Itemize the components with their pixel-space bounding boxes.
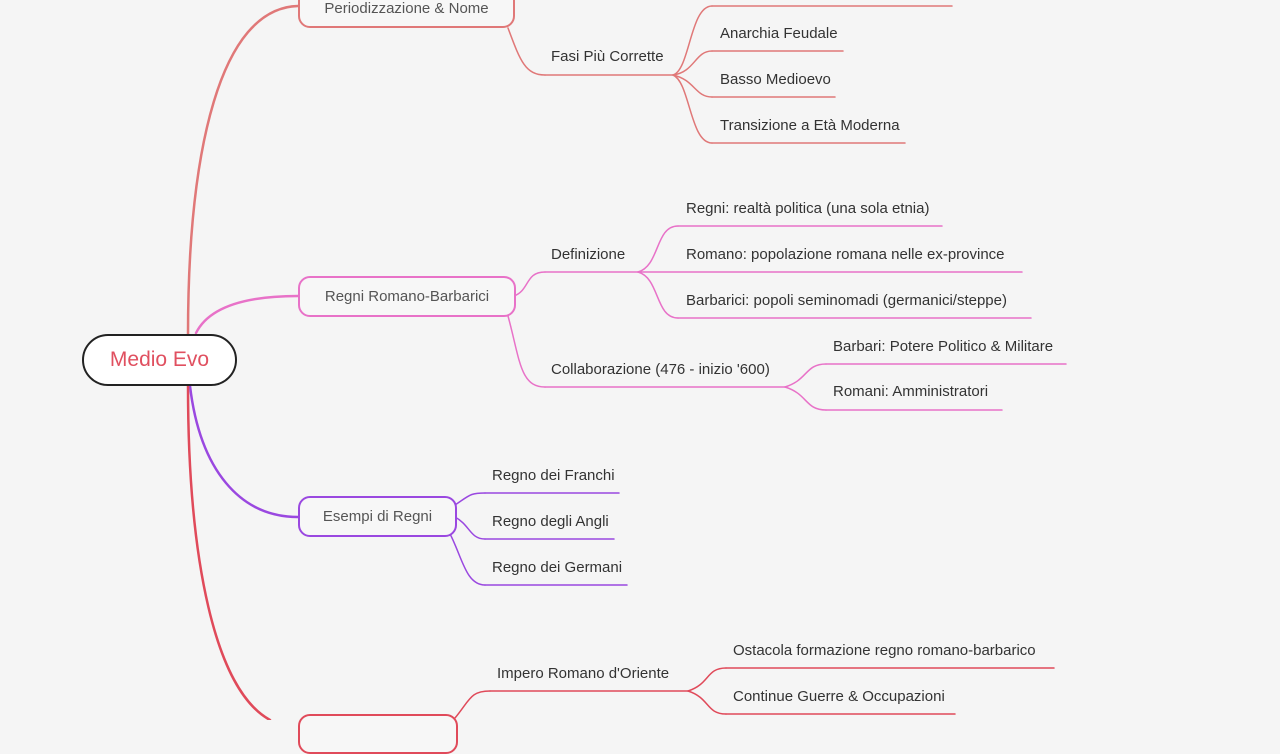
leaf-esempi-3[interactable]: Regno dei Germani	[492, 559, 623, 576]
leaf-impero-1[interactable]: Ostacola formazione regno romano-barbari…	[733, 642, 1036, 659]
leaf-fasi-2[interactable]: Basso Medioevo	[720, 71, 831, 88]
edge-root-periodizzazione	[186, 4, 300, 337]
label-collaborazione[interactable]: Collaborazione (476 - inizio '600)	[551, 361, 770, 378]
node-esempi-di-regni[interactable]: Esempi di Regni	[298, 496, 457, 537]
node-regni-romano-barbarici[interactable]: Regni Romano-Barbarici	[298, 276, 516, 317]
leaf-definizione-2[interactable]: Romano: popolazione romana nelle ex-prov…	[686, 246, 1005, 263]
root-label: Medio Evo	[109, 348, 210, 371]
edge-root-esempi	[188, 384, 300, 519]
root-node[interactable]: Medio Evo	[82, 334, 237, 386]
node-regni-label: Regni Romano-Barbarici	[324, 288, 490, 305]
node-esempi-label: Esempi di Regni	[322, 508, 433, 525]
connector-lines	[186, 4, 1067, 720]
leaf-definizione-3[interactable]: Barbarici: popoli seminomadi (germanici/…	[686, 292, 1007, 309]
node-periodizzazione[interactable]: Periodizzazione & Nome	[298, 0, 515, 28]
label-definizione[interactable]: Definizione	[551, 246, 626, 263]
leaf-collaborazione-2[interactable]: Romani: Amministratori	[833, 383, 989, 400]
edge-root-bottom	[186, 384, 272, 720]
leaf-collaborazione-1[interactable]: Barbari: Potere Politico & Militare	[833, 338, 1054, 355]
label-fasi[interactable]: Fasi Più Corrette	[551, 48, 664, 65]
leaf-impero-2[interactable]: Continue Guerre & Occupazioni	[733, 688, 945, 705]
node-bottom-branch[interactable]	[298, 714, 458, 754]
label-impero-oriente[interactable]: Impero Romano d'Oriente	[497, 665, 670, 682]
leaf-esempi-1[interactable]: Regno dei Franchi	[492, 467, 615, 484]
edge-root-regni	[194, 294, 300, 335]
leaf-definizione-1[interactable]: Regni: realtà politica (una sola etnia)	[686, 200, 930, 217]
leaf-fasi-1[interactable]: Anarchia Feudale	[720, 25, 838, 42]
leaf-fasi-3[interactable]: Transizione a Età Moderna	[720, 117, 900, 134]
leaf-esempi-2[interactable]: Regno degli Angli	[492, 513, 609, 530]
node-periodizzazione-label: Periodizzazione & Nome	[324, 0, 489, 17]
